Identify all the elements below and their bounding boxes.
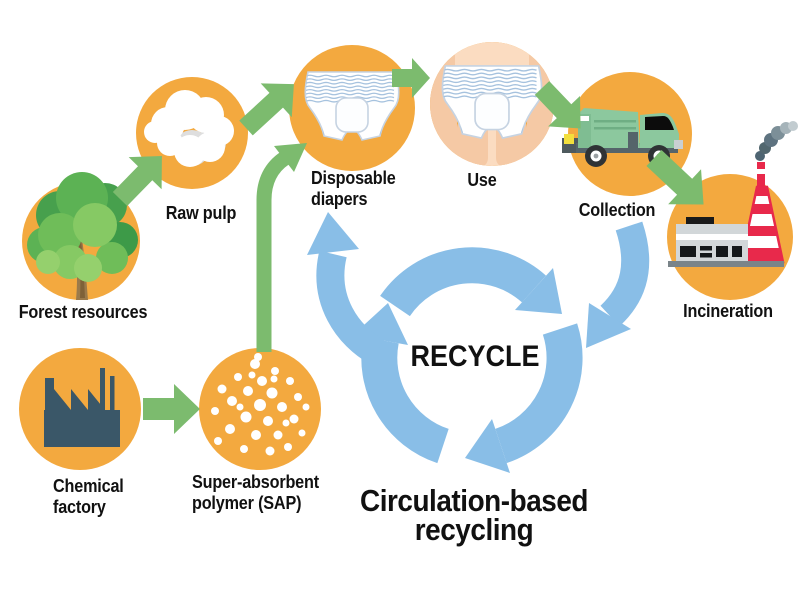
sap-dot <box>263 416 273 426</box>
sap-dot <box>217 384 227 394</box>
recycle-cycle-arrows <box>307 212 650 473</box>
sap-dot <box>271 367 279 375</box>
sap-dot <box>234 373 242 381</box>
caption-circulation-based-recycling: Circulation-based recycling <box>359 483 588 548</box>
sap-dot <box>240 445 248 453</box>
sap-dot <box>236 403 244 411</box>
recycle-center-label: RECYCLE <box>410 339 540 373</box>
label-collection: Collection <box>578 200 656 220</box>
sap-dot <box>250 359 260 369</box>
sap-dot <box>227 396 237 406</box>
node-use <box>430 42 554 166</box>
sap-dot <box>254 399 266 411</box>
node-chemical-factory <box>19 348 141 470</box>
arrow-diapers-to-use <box>392 58 430 98</box>
cycle-arc-left <box>361 336 450 464</box>
sap-dot <box>240 411 252 423</box>
sap-dot <box>282 419 290 427</box>
cycle-arrowhead-bottom <box>465 419 510 473</box>
sap-dot <box>265 446 275 456</box>
collection-to-cycle-arrow <box>586 221 650 348</box>
arrow-forest-to-pulp <box>112 156 162 206</box>
sap-dot <box>294 393 302 401</box>
sap-dot <box>286 377 294 385</box>
sap-dot <box>298 429 306 437</box>
node-disposable-diapers <box>289 45 415 171</box>
arrow-collection-to-incineration <box>646 149 704 205</box>
garbage-truck-icon <box>562 108 683 167</box>
node-raw-pulp <box>136 77 248 189</box>
sap-dot <box>270 375 278 383</box>
arrow-sap-to-diapers <box>256 143 307 352</box>
label-forest-resources: Forest resources <box>18 302 148 322</box>
sap-dot <box>266 387 278 399</box>
node-forest-resources <box>22 172 140 300</box>
label-incineration: Incineration <box>683 301 773 321</box>
process-arrows <box>112 58 704 434</box>
sap-dot <box>302 403 310 411</box>
sap-dot <box>225 424 235 434</box>
sap-dot <box>289 414 299 424</box>
sap-granules-icon <box>211 353 310 456</box>
arrow-factory-to-sap <box>143 384 200 434</box>
pulp-icon <box>144 90 234 176</box>
label-sap: Super-absorbent polymer (SAP) <box>192 472 319 513</box>
sap-dot <box>214 437 222 445</box>
arrow-pulp-to-diapers <box>239 83 294 136</box>
arrow-use-to-collection <box>534 81 581 129</box>
baby-wearing-diaper-icon <box>430 42 554 166</box>
sap-dot <box>254 353 262 361</box>
label-raw-pulp: Raw pulp <box>165 203 237 223</box>
node-collection <box>562 72 692 196</box>
node-sap <box>199 348 321 470</box>
sap-dot <box>277 402 287 412</box>
label-chemical-factory: Chemical factory <box>53 476 124 517</box>
cycle-arrowhead-top <box>515 268 562 314</box>
sap-dot <box>211 407 219 415</box>
sap-dot <box>257 376 267 386</box>
sap-dot <box>248 371 256 379</box>
sap-dot <box>273 430 283 440</box>
cycle-arc-right <box>494 323 583 464</box>
sap-dot <box>243 386 253 396</box>
cycle-arc-top <box>380 247 547 317</box>
incineration-plant-icon <box>668 121 798 267</box>
cycle-to-diapers-arrow <box>307 212 385 365</box>
sap-dot <box>251 430 261 440</box>
node-incineration <box>667 121 798 300</box>
sap-dot <box>284 443 292 451</box>
factory-icon <box>44 368 120 447</box>
label-use: Use <box>467 170 497 190</box>
label-disposable-diapers: Disposable diapers <box>311 168 396 209</box>
